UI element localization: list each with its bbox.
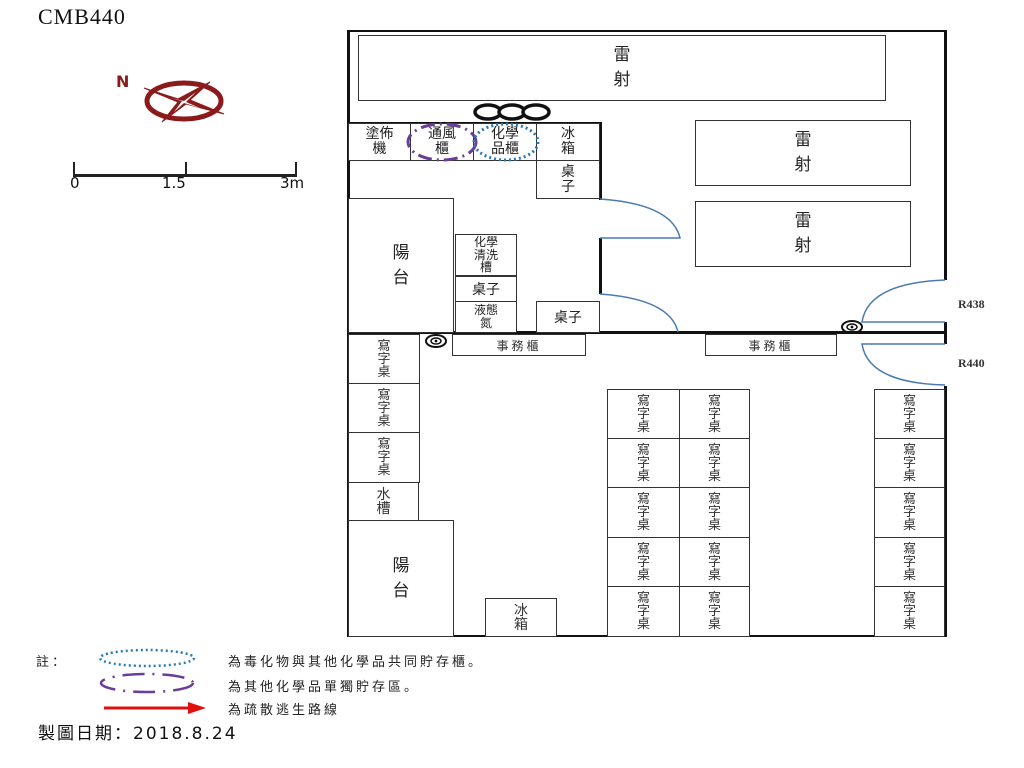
door-swing-2-icon <box>599 293 679 333</box>
legend: 註： 為毒化物與其他化學品共同貯存櫃。 為其他化學品單獨貯存區。 為疏散逃生路線 <box>0 645 700 725</box>
north-label: N <box>116 72 130 91</box>
balcony-lower: 陽 台 <box>348 520 454 637</box>
desk-a-4: 寫 字 桌 <box>607 537 680 587</box>
door-swing-r438-icon <box>861 279 946 323</box>
blue-dotted-ellipse-icon <box>98 648 196 668</box>
alarm-target-icon-lower <box>425 334 447 348</box>
table-upper-1: 桌 子 <box>536 160 600 199</box>
compass-rose-icon <box>143 80 225 123</box>
laser-equipment-3: 雷 射 <box>695 201 911 267</box>
room-label-r438: R438 <box>958 297 985 311</box>
desk-c-1: 寫 字 桌 <box>874 389 945 439</box>
desk-b-3: 寫 字 桌 <box>679 487 750 538</box>
fridge-upper: 冰 箱 <box>536 123 600 161</box>
laser-equipment-2: 雷 射 <box>695 120 911 186</box>
sink: 水 槽 <box>348 482 419 521</box>
desk-a-3: 寫 字 桌 <box>607 487 680 538</box>
liquid-nitrogen: 液態 氮 <box>455 301 517 333</box>
desk-left-1: 寫 字 桌 <box>348 334 420 384</box>
balcony-upper: 陽 台 <box>348 198 454 333</box>
date-label: 製圖日期： <box>38 724 133 744</box>
legend-item-1-text: 為毒化物與其他化學品共同貯存櫃。 <box>228 655 485 670</box>
desk-b-2: 寫 字 桌 <box>679 438 750 488</box>
desk-c-2: 寫 字 桌 <box>874 438 945 488</box>
scale-bar: 0 1.5 3m <box>70 158 330 198</box>
desk-b-5: 寫 字 桌 <box>679 586 750 637</box>
fridge-lower: 冰 箱 <box>485 598 557 637</box>
desk-b-4: 寫 字 桌 <box>679 537 750 587</box>
legend-item-2-text: 為其他化學品單獨貯存區。 <box>228 680 421 695</box>
scale-tick-0: 0 <box>70 174 80 192</box>
desk-c-4: 寫 字 桌 <box>874 537 945 587</box>
room-label-r440: R440 <box>958 356 985 370</box>
outer-wall-top <box>348 30 946 32</box>
door-swing-1-icon <box>599 198 681 239</box>
outer-wall-right-lower <box>944 386 947 637</box>
inner-lab-wall-lower <box>599 238 602 294</box>
compass: N <box>110 70 230 130</box>
desk-left-2: 寫 字 桌 <box>348 383 420 433</box>
red-arrow-icon <box>104 702 206 714</box>
door-swing-r440-icon <box>861 343 946 386</box>
gas-cylinders-icon <box>473 103 551 121</box>
office-cabinet-2: 事務櫃 <box>705 334 837 356</box>
desk-b-1: 寫 字 桌 <box>679 389 750 439</box>
middle-wall <box>347 331 947 334</box>
desk-a-2: 寫 字 桌 <box>607 438 680 488</box>
legend-item-3-text: 為疏散逃生路線 <box>228 703 341 718</box>
desk-a-5: 寫 字 桌 <box>607 586 680 637</box>
desk-a-1: 寫 字 桌 <box>607 389 680 439</box>
outer-wall-right-upper <box>944 30 947 280</box>
office-cabinet-1: 事務櫃 <box>452 334 586 356</box>
chemical-wash-sink: 化學 清洗 槽 <box>455 234 517 276</box>
map-title: CMB440 <box>38 4 126 29</box>
desk-c-3: 寫 字 桌 <box>874 487 945 538</box>
purple-dashdot-ellipse-icon <box>99 672 195 694</box>
table-upper-2: 桌子 <box>455 276 517 302</box>
desk-c-5: 寫 字 桌 <box>874 586 945 637</box>
drawing-date: 製圖日期：2018.8.24 <box>38 719 238 744</box>
scale-tick-1: 1.5 <box>162 174 186 192</box>
toxic-storage-marker-icon <box>472 122 540 162</box>
laser-equipment-1: 雷 射 <box>358 35 886 101</box>
inner-lab-wall <box>599 122 602 200</box>
date-value: 2018.8.24 <box>133 724 238 744</box>
desk-left-3: 寫 字 桌 <box>348 432 420 483</box>
alarm-target-icon-upper <box>841 320 863 334</box>
separate-storage-marker-icon <box>406 122 478 162</box>
scale-tick-2: 3m <box>280 174 305 192</box>
table-upper-3: 桌子 <box>536 301 600 333</box>
legend-note-label: 註： <box>36 655 69 670</box>
